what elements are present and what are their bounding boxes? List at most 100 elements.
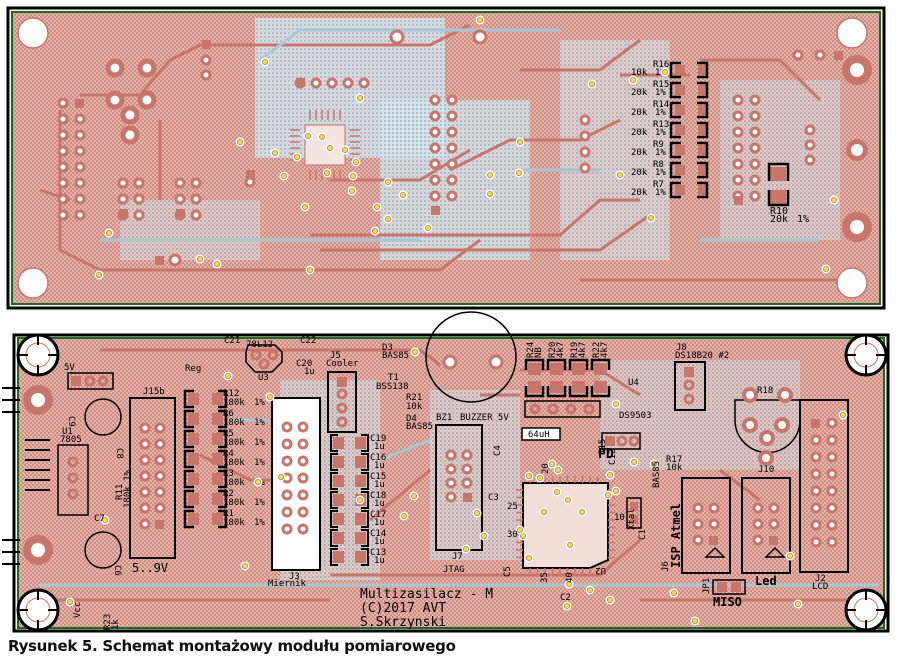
connector-j8 — [674, 361, 706, 411]
resistor-tolerance: 1% — [254, 438, 265, 448]
connector-j5 — [327, 371, 357, 433]
pad — [804, 124, 816, 136]
connector-j7-jtag — [435, 424, 483, 551]
via — [692, 618, 699, 625]
resistor-ref: R9 — [653, 140, 664, 150]
pad — [154, 438, 166, 450]
via — [795, 601, 802, 608]
resistor-pad — [675, 65, 685, 75]
pad — [154, 422, 166, 434]
resistor-ref: R24 — [526, 342, 536, 358]
regulator-u3 — [245, 344, 283, 373]
via — [565, 496, 572, 503]
pad — [429, 158, 441, 170]
label-d3: D3 — [382, 343, 393, 353]
pad — [446, 94, 458, 106]
pad — [154, 454, 166, 466]
pad — [297, 455, 309, 467]
resistor-outline — [218, 489, 228, 509]
cap-value: 1u — [374, 499, 385, 509]
via — [613, 400, 620, 407]
label-d4: D4 — [406, 414, 417, 424]
via — [564, 603, 571, 610]
pad — [326, 77, 338, 89]
label-5v: 5V — [64, 363, 75, 373]
board-title-line3: S.Skrzynski — [360, 615, 446, 630]
pad-large — [120, 105, 140, 125]
silkscreen-labels: C21 78L12 U3 C22 C20 1u J5 Cooler D3 BAS… — [60, 336, 828, 630]
resistor-value: 20k — [631, 128, 648, 138]
resistor-tolerance: 1% — [254, 418, 265, 428]
cap-pad — [355, 475, 366, 487]
pad — [826, 434, 838, 446]
pad — [749, 94, 761, 106]
label-j15b: J15b — [143, 387, 165, 397]
pad — [139, 422, 151, 434]
label-ds18b20: DS18B20 #2 — [675, 351, 729, 361]
pad-square — [119, 209, 128, 218]
r10-ref: R10 — [770, 206, 788, 217]
pad-square — [155, 520, 164, 529]
resistor-pad — [698, 125, 708, 135]
resistor-outline — [546, 386, 567, 398]
label-r11-value: 180k 1% — [123, 469, 133, 508]
pad — [579, 162, 591, 174]
pad — [281, 523, 293, 535]
resistor-outline — [669, 181, 681, 199]
label-c4: C4 — [493, 445, 503, 456]
resistor-pad — [698, 85, 708, 95]
label-bas85-d4: BAS85 — [406, 422, 433, 432]
label-r21-value: 10k — [406, 402, 423, 412]
resistor-pad — [594, 381, 607, 393]
resistor-pad — [212, 453, 223, 465]
label-jp1: JP1 — [702, 578, 712, 594]
resistor-outline — [697, 81, 709, 99]
pad — [200, 54, 212, 66]
via — [587, 587, 594, 594]
pad — [429, 174, 441, 186]
via — [306, 266, 313, 273]
pad — [446, 110, 458, 122]
label-78l12: 78L12 — [246, 340, 273, 350]
cap-outline — [361, 434, 369, 452]
resistor-tolerance: 1% — [254, 458, 265, 468]
pad — [139, 486, 151, 498]
via — [371, 227, 378, 234]
label-c9: C9 — [66, 416, 76, 427]
pad — [154, 470, 166, 482]
pad-square — [246, 170, 255, 179]
pad — [297, 472, 309, 484]
jumper-pd — [601, 432, 641, 450]
pad — [692, 502, 704, 514]
header-row — [524, 400, 601, 418]
cap-value: 1u — [374, 442, 385, 452]
cap-ref: C14 — [370, 529, 386, 539]
cap-pad — [355, 437, 366, 449]
via — [480, 533, 487, 540]
via — [473, 509, 480, 516]
cap-value: 1u — [374, 518, 385, 528]
resistor-outline — [183, 429, 194, 449]
resistor-value: 180k — [223, 478, 245, 488]
pad — [732, 174, 744, 186]
pad — [445, 463, 457, 475]
via — [373, 203, 380, 210]
connector-led — [741, 477, 791, 574]
pad — [749, 190, 761, 202]
pad — [814, 49, 826, 61]
pad — [133, 209, 145, 221]
cap-outline — [330, 491, 338, 509]
via — [318, 133, 325, 140]
pad — [74, 209, 86, 221]
via — [476, 16, 483, 23]
label-r23: R23 — [103, 614, 113, 630]
via — [106, 229, 113, 236]
resistor-outline — [183, 509, 194, 529]
via — [651, 460, 658, 467]
resistor-pad — [188, 473, 199, 485]
